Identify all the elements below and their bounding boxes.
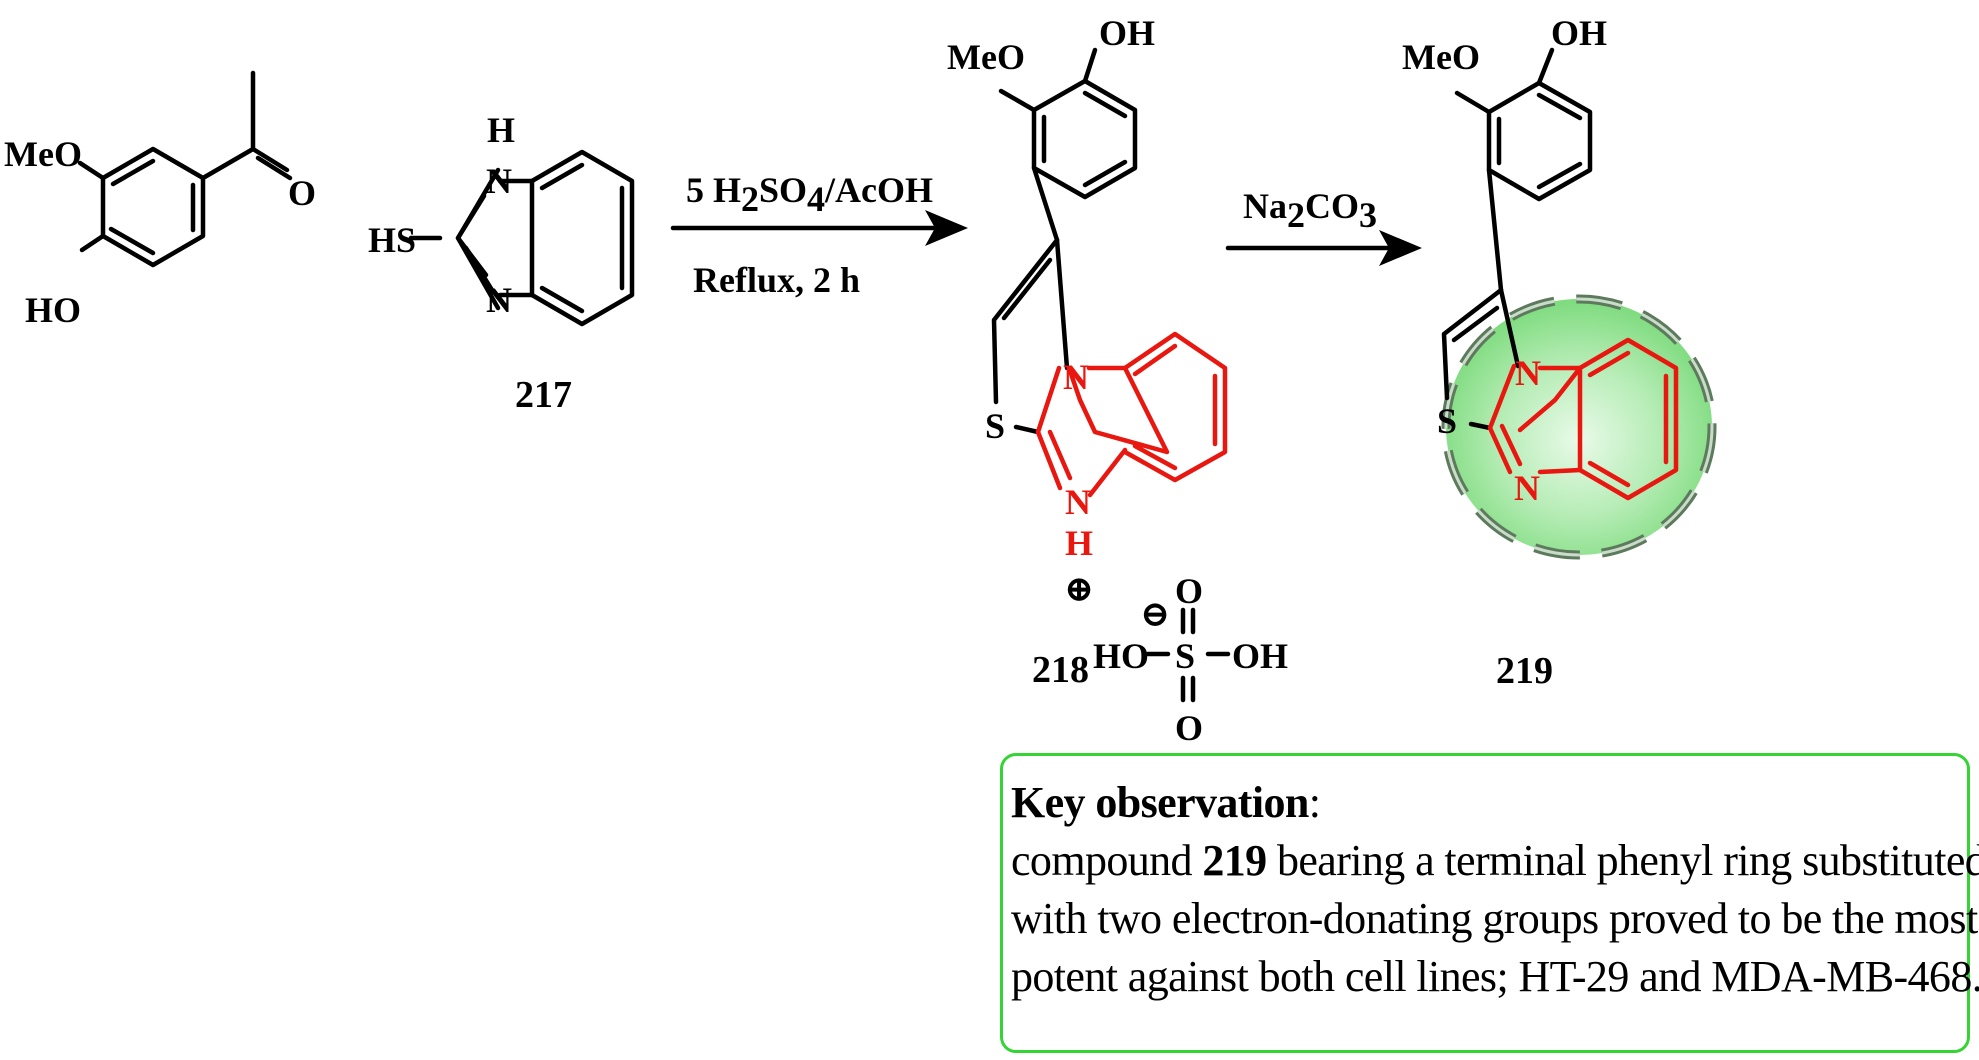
- compound-218-structure: MeO OH S N N H ⊕ ⊖ HO S OH O O 218: [947, 13, 1288, 748]
- step1-reagent: 5 H2SO4/AcOH: [686, 170, 933, 219]
- meo-label-219: MeO: [1402, 37, 1480, 77]
- meo-label-218: MeO: [947, 37, 1025, 77]
- compound-219-label: 219: [1496, 650, 1553, 692]
- n-bottom-label-219: N: [1514, 468, 1540, 508]
- meo-label: MeO: [4, 134, 82, 174]
- ho-label-sulfate: HO: [1093, 636, 1149, 676]
- o-top-label-sulfate: O: [1175, 571, 1203, 611]
- compound-219-structure: MeO OH S N N 219: [1402, 13, 1717, 692]
- key-observation-heading: Key observation:: [1011, 774, 1957, 832]
- oh-label-218: OH: [1099, 13, 1155, 53]
- h-label-218: H: [1065, 523, 1093, 563]
- reaction-arrow-2: Na2CO3: [1225, 186, 1422, 266]
- s-label-219: S: [1437, 401, 1457, 441]
- key-observation-line-3: potent against both cell lines; HT-29 an…: [1011, 952, 1979, 1001]
- line1-prefix: compound: [1011, 836, 1203, 885]
- nh-h-label: H: [487, 110, 515, 150]
- n-bottom-label-218: N: [1065, 482, 1091, 522]
- ketone-o-label: O: [288, 173, 316, 213]
- key-observation-colon: :: [1308, 778, 1321, 827]
- minus-charge-icon: ⊖: [1140, 594, 1170, 634]
- oh-label-sulfate: OH: [1232, 636, 1288, 676]
- key-observation-line-1: compound 219 bearing a terminal phenyl r…: [1011, 832, 1979, 890]
- key-observation-title: Key observation: [1011, 778, 1309, 827]
- oh-label-219: OH: [1551, 13, 1607, 53]
- compound-218-label: 218: [1032, 649, 1089, 691]
- step2-reagent: Na2CO3: [1243, 186, 1377, 235]
- ho-label: HO: [25, 290, 81, 330]
- line1-suffix: bearing a terminal phenyl ring substitut…: [1266, 836, 1979, 885]
- s-label-sulfate: S: [1175, 636, 1195, 676]
- compound-217-label: 217: [515, 374, 572, 416]
- n-top-label-219: N: [1515, 353, 1541, 393]
- n1-label: N: [486, 161, 512, 201]
- key-observation-box: Key observation: compound 219 bearing a …: [1000, 753, 1979, 1053]
- s-label-218: S: [985, 406, 1005, 446]
- reactant-acetovanillone: MeO HO O: [4, 70, 316, 330]
- n-top-label-218: N: [1063, 357, 1089, 397]
- n2-label: N: [486, 280, 512, 320]
- o-bottom-label-sulfate: O: [1175, 708, 1203, 748]
- plus-charge-icon: ⊕: [1064, 569, 1094, 609]
- step1-condition: Reflux, 2 h: [693, 260, 860, 300]
- line1-compound-number: 219: [1202, 836, 1267, 885]
- key-observation-line-2: with two electron-donating groups proved…: [1011, 894, 1978, 943]
- sh-label: HS: [368, 220, 416, 260]
- reaction-arrow-1: 5 H2SO4/AcOH Reflux, 2 h: [670, 170, 968, 300]
- compound-217-structure: HS H N N 217: [368, 110, 635, 416]
